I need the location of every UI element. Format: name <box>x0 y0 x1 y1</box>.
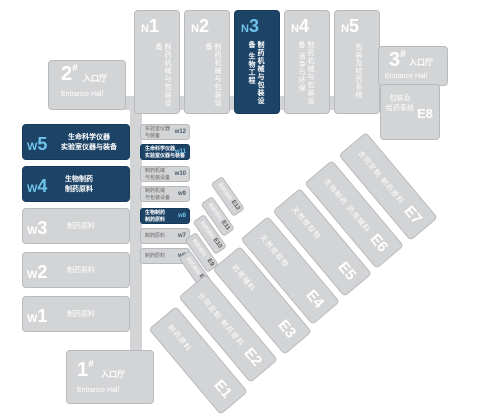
entrance-english: Entrance Hall <box>385 73 428 80</box>
entrance-number: 1# <box>77 359 94 381</box>
hall-w11[interactable]: 生命科学仪器 实验室仪器与装备 w11 <box>140 144 190 160</box>
hall-label: 包装及 给药系统 <box>386 94 414 112</box>
hall-w8[interactable]: 生物制药 制药原料 w8 <box>140 208 190 224</box>
hall-label: 制药原料 <box>67 222 95 230</box>
hall-label: 制药原料 <box>206 202 224 223</box>
entrance-label: 入口厅 <box>409 58 433 67</box>
hall-label: 制药原料 <box>145 233 166 239</box>
hall-code: W5 <box>27 134 48 154</box>
west-corridor <box>130 96 142 356</box>
hall-label: 天然提取物 <box>290 205 323 242</box>
hall-label: 生命科学仪器 实验室仪器与装备 <box>145 146 186 159</box>
hall-code: w7 <box>177 233 186 239</box>
hall-code: N3 <box>241 16 259 36</box>
hall-label: 实验室仪器 与装备 <box>145 126 171 139</box>
hall-label: 制药机械 与包装设备 <box>145 188 171 201</box>
hall-w4[interactable]: W4 生物制药 制药原料 <box>22 166 130 202</box>
hall-code: N2 <box>191 16 209 36</box>
hall-label: 天然提取物 <box>258 233 291 270</box>
hall-label: 制药机械与包装设备 <box>155 43 172 107</box>
entrance-hall-3[interactable]: 3# 入口厅 Entrance Hall <box>378 46 448 86</box>
hall-w10[interactable]: 制药机械 与包装设备 w10 <box>140 166 190 182</box>
hall-code: E7 <box>400 202 426 228</box>
hall-w7[interactable]: 制药原料 w7 <box>140 228 190 244</box>
hall-code: W2 <box>27 262 48 282</box>
hall-label: 制药机械与包装设备 生物工程 <box>248 41 265 105</box>
hall-n2[interactable]: N2 制药机械与包装设备 <box>184 10 230 114</box>
hall-code: N1 <box>141 16 159 36</box>
hall-label: 生物制药 制药原料 <box>65 175 93 193</box>
hall-code: w11 <box>174 149 186 155</box>
hall-label: 制药原料 <box>216 182 234 203</box>
hall-code: E12 <box>229 199 241 212</box>
hall-code: E11 <box>219 219 231 232</box>
entrance-number: 3# <box>389 49 406 71</box>
hall-code: W4 <box>27 176 48 196</box>
hall-label: 生物制药 制药原料 <box>145 210 166 223</box>
hall-n1[interactable]: N1 制药机械与包装设备 <box>134 10 180 114</box>
hall-w12[interactable]: 实验室仪器 与装备 w12 <box>140 124 190 140</box>
hall-code: w9 <box>177 191 186 197</box>
hall-label: 药用辅料 <box>230 263 257 294</box>
hall-code: E10 <box>211 237 223 250</box>
hall-w1[interactable]: W1 制药原料 <box>22 296 130 332</box>
hall-code: E3 <box>274 316 300 342</box>
hall-n4[interactable]: N4 制药机械与包装设备 洁净与环保 <box>284 10 330 114</box>
hall-label: 制药机械与包装设备 <box>205 43 222 107</box>
hall-code: E4 <box>302 286 328 312</box>
hall-w5[interactable]: W5 生命科学仪器 实验室仪器与装备 <box>22 124 130 160</box>
entrance-english: Entrance Hall <box>77 387 120 394</box>
hall-label: 制药原料 <box>145 253 166 259</box>
hall-code: N4 <box>291 16 309 36</box>
hall-code: N5 <box>341 16 359 36</box>
hall-code: E6 <box>366 230 392 256</box>
hall-w2[interactable]: W2 制药原料 <box>22 252 130 288</box>
hall-label: 包装及给药系统 <box>355 43 363 99</box>
hall-w3[interactable]: W3 制药原料 <box>22 208 130 244</box>
entrance-hall-1[interactable]: 1# 入口厅 Entrance Hall <box>66 350 154 404</box>
entrance-hall-2[interactable]: 2# 入口厅 Entrance Hall <box>48 60 126 110</box>
hall-code: E2 <box>240 344 266 370</box>
hall-code: w10 <box>174 171 186 177</box>
hall-code: w12 <box>174 129 186 135</box>
hall-n5[interactable]: N5 包装及给药系统 <box>334 10 380 114</box>
hall-code: E8 <box>417 106 433 121</box>
hall-e8[interactable]: 包装及 给药系统 E8 <box>380 84 440 140</box>
entrance-number: 2# <box>61 63 78 85</box>
hall-label: 制药原料 <box>166 323 193 354</box>
entrance-label: 入口厅 <box>101 370 125 379</box>
hall-n3[interactable]: N3 制药机械与包装设备 生物工程 <box>234 10 280 114</box>
hall-code: E9 <box>205 258 215 268</box>
hall-label: 制药原料 <box>67 310 95 318</box>
hall-code: W3 <box>27 218 48 238</box>
hall-code: E1 <box>210 376 236 402</box>
hall-label: 生命科学仪器 实验室仪器与装备 <box>61 133 117 151</box>
hall-code: E5 <box>334 258 360 284</box>
hall-code: W1 <box>27 306 48 326</box>
hall-label: 制药机械与包装设备 洁净与环保 <box>298 41 315 105</box>
entrance-english: Entrance Hall <box>61 91 104 98</box>
entrance-label: 入口厅 <box>83 74 107 83</box>
hall-code: w8 <box>177 213 186 219</box>
hall-label: 制药原料 <box>67 266 95 274</box>
hall-label: 制药机械 与包装设备 <box>145 168 171 181</box>
hall-w9[interactable]: 制药机械 与包装设备 w9 <box>140 186 190 202</box>
